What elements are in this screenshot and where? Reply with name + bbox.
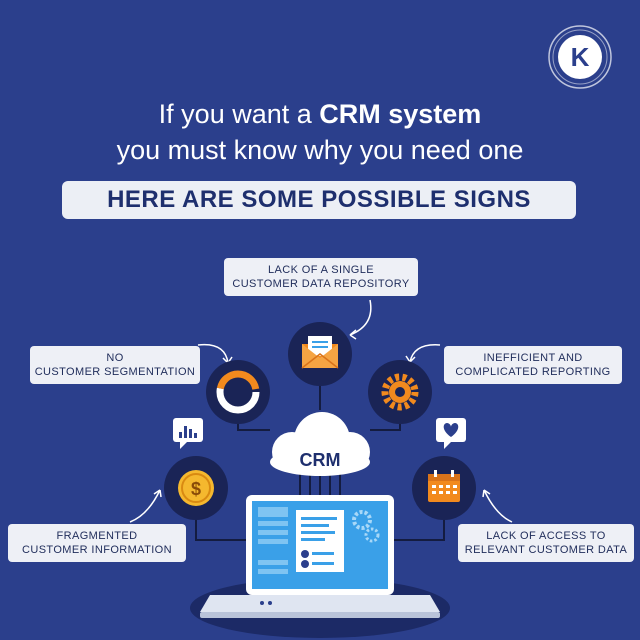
bar-chart-bubble-icon	[173, 418, 203, 449]
headline-prefix: If you want a	[158, 99, 320, 129]
signs-banner: HERE ARE SOME POSSIBLE SIGNS	[62, 181, 576, 219]
headline: If you want a CRM system you must know w…	[0, 96, 640, 168]
headline-bold: CRM system	[319, 99, 482, 129]
heart-bubble-icon	[436, 418, 466, 449]
headline-line-1: If you want a CRM system	[0, 96, 640, 132]
donut-chart-icon	[206, 360, 270, 424]
envelope-icon	[288, 322, 352, 386]
svg-text:$: $	[191, 479, 201, 499]
logo-letter: K	[571, 42, 590, 72]
dollar-coin-icon: $	[164, 456, 228, 520]
gear-icon	[368, 360, 432, 424]
cloud-icon	[270, 412, 370, 476]
laptop-icon	[190, 495, 450, 638]
calendar-icon	[412, 456, 476, 520]
headline-line-2: you must know why you need one	[116, 135, 524, 165]
logo-k-icon: K	[548, 25, 612, 89]
cloud-crm-label: CRM	[300, 450, 341, 470]
pointer-arrows	[129, 299, 513, 523]
